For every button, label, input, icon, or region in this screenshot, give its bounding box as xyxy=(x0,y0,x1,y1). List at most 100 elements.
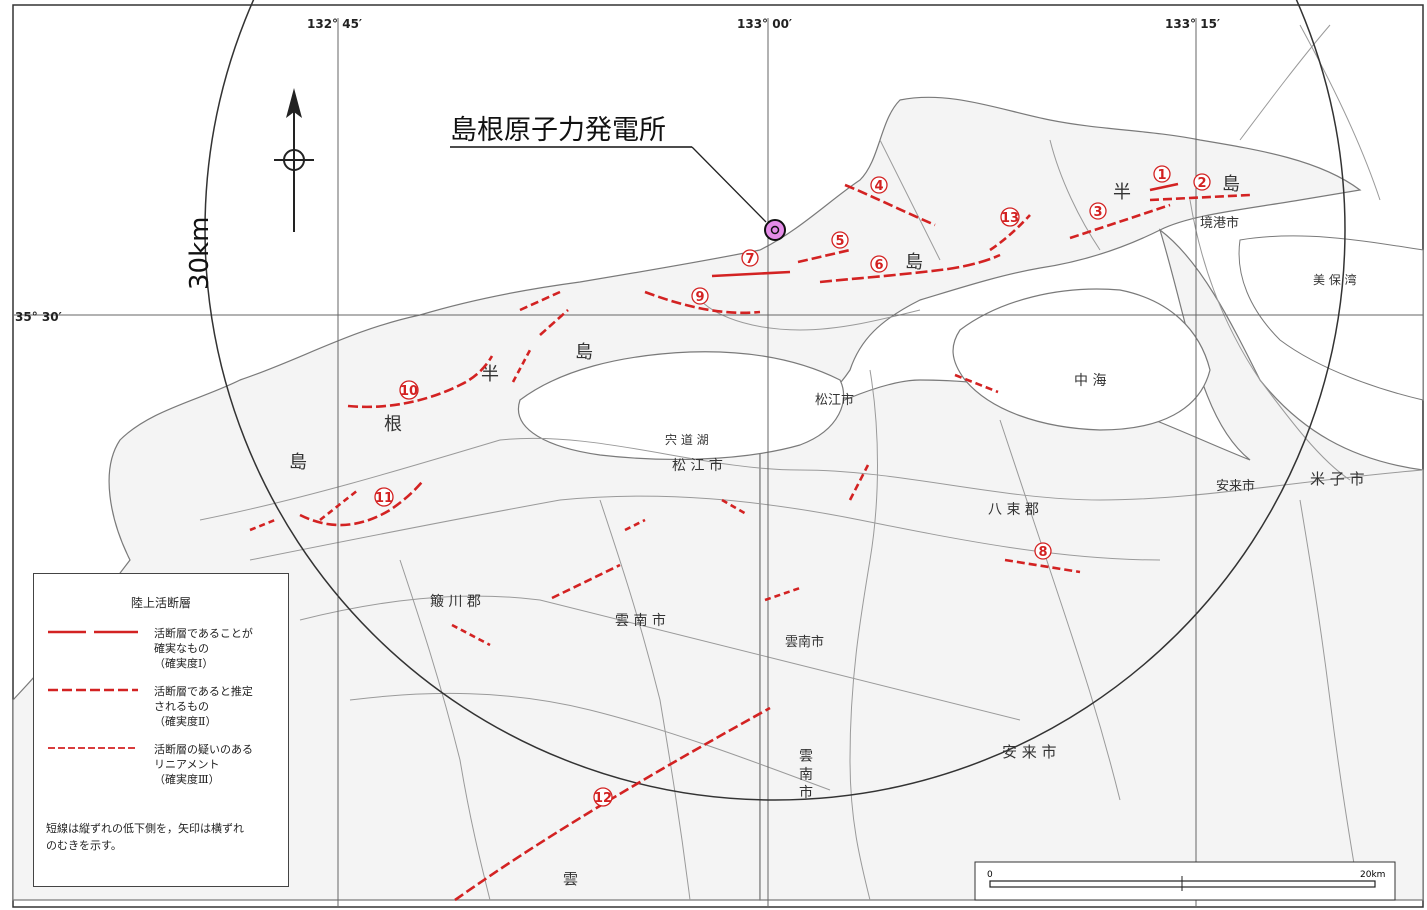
fault-number-4: 4 xyxy=(874,179,883,194)
fault-line-3 xyxy=(1069,203,1171,240)
fault-marker-1[interactable]: 1 xyxy=(1153,165,1171,183)
fault-line-h xyxy=(551,563,621,600)
fault-marker-4[interactable]: 4 xyxy=(870,176,888,194)
scale-bar: 0 20km xyxy=(974,861,1396,901)
fault-marker-10[interactable]: 10 xyxy=(399,380,419,400)
graticule xyxy=(13,18,1423,907)
fault-numbers: 1 2 3 4 5 6 7 8 9 10 11 12 13 xyxy=(374,165,1211,807)
place-peninsula-mid: 島 xyxy=(905,252,923,273)
fault-line-9 xyxy=(644,290,761,315)
legend-line: （確実度Ⅰ） xyxy=(154,657,214,670)
fault-marker-7[interactable]: 7 xyxy=(741,249,759,267)
fault-line-8 xyxy=(1004,558,1081,574)
scale-start: 0 xyxy=(987,870,993,880)
fault-line-f xyxy=(721,498,749,517)
legend-note-line: のむきを示す。 xyxy=(46,839,122,852)
fault-line-7 xyxy=(711,270,791,278)
legend-swatch-probable xyxy=(48,688,138,692)
place-yasugi-1: 安来市 xyxy=(1216,478,1255,494)
lon-label-133-15: 133° 15′ xyxy=(1165,17,1220,31)
lon-label-132-45: 132° 45′ xyxy=(307,17,362,31)
fault-line-c xyxy=(511,349,532,383)
fault-line-e xyxy=(848,464,870,501)
place-labels: 松江市 松 江 市 境港市 安来市 安 来 市 米 子 市 雲 南 市 雲南市 … xyxy=(289,174,1365,888)
legend-swatch-lineament xyxy=(48,747,138,749)
place-matsue-city-2: 松 江 市 xyxy=(672,457,723,474)
fault-number-7: 7 xyxy=(745,252,754,267)
fault-marker-9[interactable]: 9 xyxy=(691,287,709,305)
place-yasugi-2: 安 来 市 xyxy=(1002,743,1057,761)
fault-line-4 xyxy=(844,183,936,227)
place-unnan-3: 雲 南 市 xyxy=(797,748,813,799)
fault-line-l xyxy=(319,488,359,522)
place-hikawa: 簸 川 郡 xyxy=(430,593,481,610)
fault-number-1: 1 xyxy=(1157,168,1166,183)
place-peninsula-east-2: 島 xyxy=(1222,174,1240,195)
fault-number-11: 11 xyxy=(375,491,393,506)
plant-marker-icon[interactable] xyxy=(764,219,786,241)
lat-label-35-30: 35° 30′ xyxy=(15,310,62,324)
place-sakaiminato: 境港市 xyxy=(1200,215,1239,231)
fault-line-12 xyxy=(454,706,771,902)
fault-number-6: 6 xyxy=(874,258,883,273)
legend-line: されるもの xyxy=(154,700,209,713)
fault-line-j xyxy=(764,586,801,602)
place-yonago: 米 子 市 xyxy=(1310,470,1365,488)
plant-marker-inner xyxy=(770,225,780,235)
legend-note: 短線は縦ずれの低下側を，矢印は横ずれ のむきを示す。 xyxy=(46,820,278,854)
fault-line-b xyxy=(539,309,569,336)
legend-title: 陸上活断層 xyxy=(130,596,191,610)
fault-marker-13[interactable]: 13 xyxy=(1000,207,1020,227)
place-lake-shinji: 宍 道 湖 xyxy=(665,432,709,447)
fault-marker-6[interactable]: 6 xyxy=(870,255,888,273)
legend-item-certain: 活断層であることが 確実なもの （確実度Ⅰ） xyxy=(46,626,282,676)
lon-label-133-00: 133° 00′ xyxy=(737,17,792,31)
legend-line: 活断層の疑いのある xyxy=(154,743,253,756)
legend-line: 活断層であると推定 xyxy=(154,685,253,698)
fault-line-d xyxy=(954,373,999,394)
fault-line-6 xyxy=(819,253,1001,284)
coastline xyxy=(12,96,1424,901)
fault-marker-12[interactable]: 12 xyxy=(593,787,613,807)
place-peninsula-east-1: 半 xyxy=(1113,182,1131,203)
legend-note-line: 短線は縦ずれの低下側を，矢印は横ずれ xyxy=(46,822,244,835)
fault-line-a xyxy=(519,290,561,312)
fault-line-10 xyxy=(347,355,494,409)
fault-marker-2[interactable]: 2 xyxy=(1193,173,1211,191)
legend-desc-lineament: 活断層の疑いのある リニアメント （確実度Ⅲ） xyxy=(154,742,253,787)
scale-end: 20km xyxy=(1360,870,1385,880)
fault-number-5: 5 xyxy=(835,234,844,249)
place-shimane-2: 根 xyxy=(384,414,402,435)
legend-item-probable: 活断層であると推定 されるもの （確実度Ⅱ） xyxy=(46,684,282,734)
legend-desc-probable: 活断層であると推定 されるもの （確実度Ⅱ） xyxy=(154,684,253,729)
fault-number-2: 2 xyxy=(1197,176,1206,191)
fault-marker-3[interactable]: 3 xyxy=(1089,202,1107,220)
legend-line: （確実度Ⅲ） xyxy=(154,773,220,786)
place-unnan-2: 雲南市 xyxy=(785,634,824,650)
north-arrow-icon xyxy=(274,88,314,232)
fault-line-k xyxy=(249,518,276,532)
radius-label: 30km xyxy=(185,217,215,290)
radius-circle xyxy=(204,0,1346,801)
place-shimane-3: 半 xyxy=(481,364,499,385)
fault-number-10: 10 xyxy=(400,384,418,399)
fault-line-5 xyxy=(797,248,851,264)
place-unnan-1: 雲 南 市 xyxy=(615,612,666,629)
fault-marker-8[interactable]: 8 xyxy=(1034,542,1052,560)
fault-marker-11[interactable]: 11 xyxy=(374,487,394,507)
legend-swatch-certain xyxy=(48,630,138,634)
legend-line: リニアメント xyxy=(154,758,220,771)
fault-number-13: 13 xyxy=(1001,211,1019,226)
legend-item-lineament: 活断層の疑いのある リニアメント （確実度Ⅲ） xyxy=(46,742,282,792)
fault-lines xyxy=(249,182,1251,902)
legend-desc-certain: 活断層であることが 確実なもの （確実度Ⅰ） xyxy=(154,626,253,671)
place-matsue-city-1: 松江市 xyxy=(815,392,854,408)
fault-number-9: 9 xyxy=(695,290,704,305)
place-miho-bay: 美 保 湾 xyxy=(1313,272,1357,287)
plant-marker-outer xyxy=(764,219,786,241)
legend-panel: 陸上活断層 活断層であることが 確実なもの （確実度Ⅰ） 活断層であると推定 さ… xyxy=(33,573,289,887)
place-izumo: 雲 xyxy=(563,870,578,888)
fault-marker-5[interactable]: 5 xyxy=(831,231,849,249)
plant-label: 島根原子力発電所 xyxy=(450,115,666,146)
fault-line-13 xyxy=(989,214,1031,252)
